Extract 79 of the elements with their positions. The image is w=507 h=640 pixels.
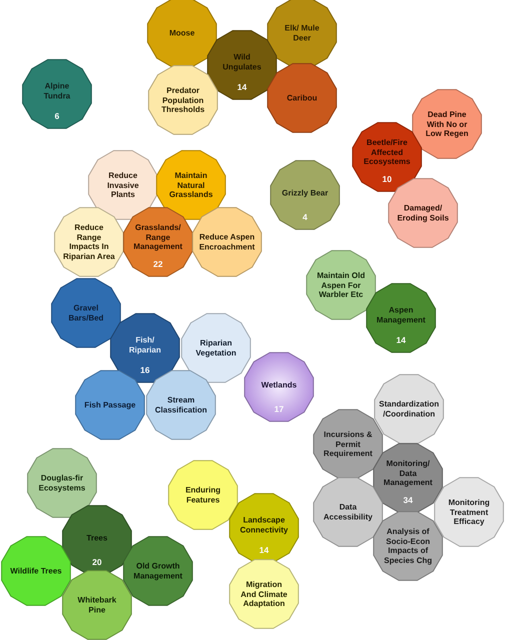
- count-number: 34: [403, 495, 413, 505]
- dodecagon-node: [207, 30, 277, 100]
- node-label: Reduce Invasive Plants: [106, 170, 140, 200]
- node-label: Landscape Connectivity: [238, 515, 289, 534]
- dodecagon-node: [352, 122, 422, 192]
- dodecagon-node: [123, 207, 193, 277]
- node-label: Maintain Natural Grasslands: [168, 170, 214, 200]
- dodecagon-node: [306, 250, 376, 320]
- node-label: Standardization /Coordination: [379, 400, 439, 418]
- node-label: Gravel Bars/Bed: [67, 304, 105, 322]
- dodecagon-node: [62, 505, 132, 575]
- node-label: Enduring Features: [184, 486, 222, 504]
- node-label: Grasslands/ Range Management: [132, 223, 184, 252]
- count-number: 20: [92, 557, 102, 567]
- dodecagon-node: [27, 448, 97, 518]
- node-label: Old Growth Management: [132, 562, 184, 580]
- node-label: Incursions & Permit Requirement: [322, 430, 374, 458]
- dodecagon-node: [374, 374, 444, 444]
- dodecagon-node: [412, 89, 482, 159]
- node-label: Trees: [86, 534, 108, 544]
- count-number: 4: [302, 212, 308, 222]
- node-label: Wetlands: [261, 380, 297, 390]
- dodecagon-node: [434, 477, 504, 547]
- dodecagon-node: [168, 460, 238, 530]
- node-label: Reduce Range Impacts In Riparian Area: [63, 223, 115, 261]
- count-number: 14: [259, 545, 269, 555]
- dodecagon-node: [229, 493, 299, 563]
- dodecagon-node: [62, 570, 132, 640]
- count-number: 22: [153, 259, 163, 269]
- count-number: 16: [140, 365, 150, 375]
- node-label: Elk/ Mule Deer: [284, 24, 320, 42]
- dodecagon-node: [313, 409, 383, 479]
- dodecagon-node: [244, 352, 314, 422]
- count-number: 14: [237, 82, 247, 92]
- node-label: Fish/ Riparian: [128, 335, 162, 354]
- node-label: Data Accessibility: [322, 502, 374, 522]
- dodecagon-node: [54, 207, 124, 277]
- node-label: Moose: [169, 28, 195, 38]
- node-label: Stream Classification: [155, 396, 207, 414]
- node-label: Analysis of Socio-Econ Impacts of Species Chg: [382, 527, 433, 565]
- dodecagon-node: [51, 278, 121, 348]
- node-label: Maintain Old Aspen For Warbler Etc: [316, 270, 366, 300]
- node-label: Migration And Climate Adaptation: [240, 580, 288, 608]
- node-label: Douglas-fir Ecosystems: [38, 474, 86, 492]
- node-label: Dead Pine With No or Low Regen: [424, 110, 470, 138]
- dodecagon-node: [373, 511, 443, 581]
- dodecagon-node: [270, 160, 340, 230]
- dodecagon-node: [22, 59, 92, 129]
- node-label: Beetle/Fire Affected Ecosystems: [362, 138, 412, 167]
- dodecagon-node: [123, 536, 193, 606]
- node-label: Damaged/ Eroding Soils: [397, 204, 449, 222]
- dodecagon-node: [267, 63, 337, 133]
- node-label: Caribou: [286, 93, 318, 103]
- node-label: Reduce Aspen Encroachment: [199, 232, 255, 252]
- node-label: Fish Passage: [84, 400, 136, 410]
- dodecagon-node: [110, 313, 180, 383]
- dodecagon-node: [267, 0, 337, 68]
- node-label: Grizzly Bear: [282, 188, 328, 198]
- node-label: Wildlife Trees: [10, 566, 62, 576]
- node-label: Monitoring Treatment Efficacy: [447, 498, 491, 526]
- dodecagon-node: [313, 477, 383, 547]
- node-label: Alpine Tundra: [42, 81, 72, 100]
- node-label: Whitebark Pine: [76, 596, 118, 614]
- node-label: Riparian Vegetation: [194, 338, 238, 358]
- node-label: Aspen Management: [376, 305, 426, 324]
- dodecagon-node: [148, 65, 218, 135]
- count-number: 14: [396, 335, 406, 345]
- count-number: 17: [274, 404, 284, 414]
- dodecagon-node: [229, 559, 299, 629]
- count-number: 6: [54, 111, 60, 121]
- dodecagon-node: [192, 207, 262, 277]
- dodecagon-node: [181, 313, 251, 383]
- node-label: Wild Ungulates: [222, 52, 262, 72]
- dodecagon-node: [1, 536, 71, 606]
- count-number: 10: [382, 174, 392, 184]
- node-label: Predator Population Thresholds: [160, 86, 206, 114]
- node-label: Monitoring/ Data Management: [382, 459, 434, 488]
- dodecagon-node: [147, 0, 217, 68]
- dodecagon-node: [366, 283, 436, 353]
